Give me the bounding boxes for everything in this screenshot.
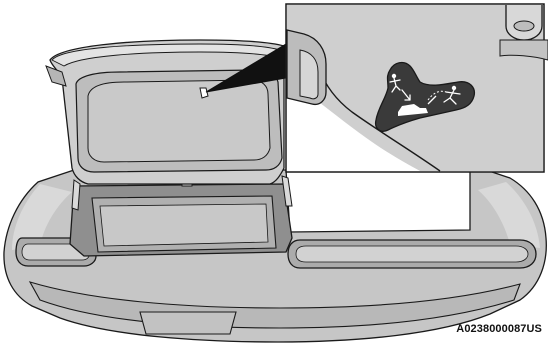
right-tail-lamp-lens bbox=[296, 246, 528, 262]
decklid-inner-recess bbox=[88, 80, 270, 162]
license-plate-recess bbox=[140, 312, 236, 334]
inset-striker-top bbox=[514, 21, 534, 31]
open-decklid bbox=[46, 40, 284, 184]
car-rear-view bbox=[4, 165, 546, 342]
magnified-inset bbox=[286, 4, 548, 172]
decklid-release-handle-location bbox=[200, 88, 208, 98]
trunk-floor-inner bbox=[100, 204, 268, 246]
left-hinge-strut bbox=[72, 180, 80, 210]
figure-code-label: A0238000087US bbox=[456, 323, 542, 335]
